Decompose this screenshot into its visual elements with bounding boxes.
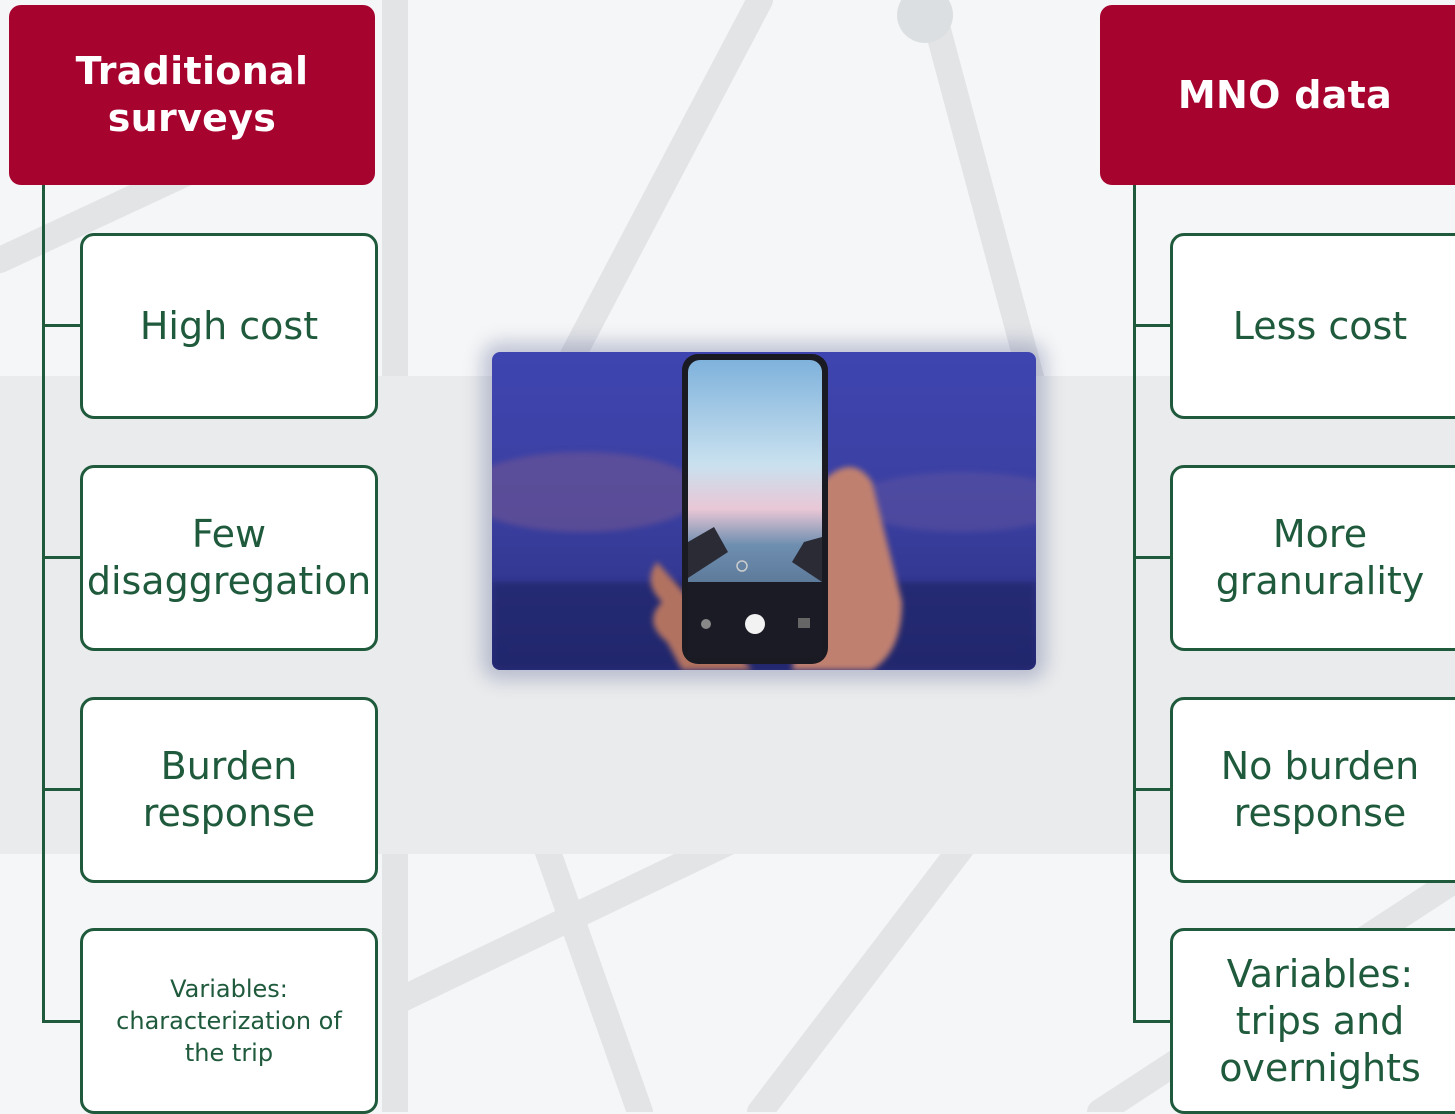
card-less-cost: Less cost <box>1170 233 1455 419</box>
card-burden-response: Burden response <box>80 697 378 883</box>
right-connector-4 <box>1133 1020 1173 1023</box>
left-tree-trunk <box>42 185 45 1023</box>
right-tree-trunk <box>1133 185 1136 1023</box>
card-variables-trips-overnights: Variables: trips and overnights <box>1170 928 1455 1114</box>
left-connector-3 <box>42 788 82 791</box>
card-few-disaggregation: Few disaggregation <box>80 465 378 651</box>
smartphone-photo <box>492 352 1036 670</box>
card-more-granurality: More granurality <box>1170 465 1455 651</box>
left-connector-4 <box>42 1020 82 1023</box>
card-variables-characterization: Variables: characterization of the trip <box>80 928 378 1114</box>
card-no-burden-response: No burden response <box>1170 697 1455 883</box>
card-high-cost: High cost <box>80 233 378 419</box>
right-connector-3 <box>1133 788 1173 791</box>
header-traditional-surveys: Traditional surveys <box>9 5 375 185</box>
right-connector-1 <box>1133 324 1173 327</box>
left-connector-1 <box>42 324 82 327</box>
hand-phone-illustration <box>492 352 1036 670</box>
left-connector-2 <box>42 556 82 559</box>
right-connector-2 <box>1133 556 1173 559</box>
header-mno-data: MNO data <box>1100 5 1455 185</box>
